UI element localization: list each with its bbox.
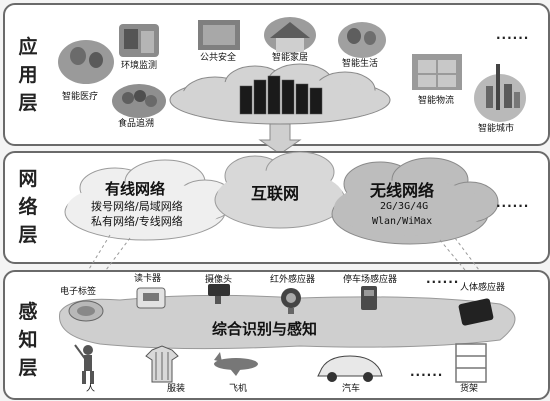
person-label: 人 — [86, 384, 96, 394]
infrared-sensor-icon — [281, 288, 301, 314]
wired-network-title: 有线网络 — [105, 180, 166, 198]
wireless-network-title: 无线网络 — [370, 181, 435, 200]
perception-more-ellipsis-top: ...... — [426, 272, 460, 286]
perception-more-ellipsis-bottom: ...... — [410, 365, 444, 379]
smart-logistics-photo — [412, 54, 462, 90]
car-label: 汽车 — [342, 384, 361, 394]
rfid-tag-label: 电子标签 — [60, 287, 97, 297]
smart-city-photo — [474, 64, 526, 122]
wired-network-line1: 拨号网络/局域网络 — [91, 200, 183, 213]
server-racks-icon — [239, 75, 323, 115]
person-icon — [74, 344, 94, 384]
smart-living-photo — [338, 22, 386, 58]
body-sensor-icon — [458, 298, 494, 326]
layer-title-char: 用 — [18, 64, 38, 86]
layer-title-char: 应 — [18, 36, 38, 58]
perception-layer-title: 感知层 — [17, 298, 39, 382]
perception-center-title: 综合识别与感知 — [212, 320, 318, 338]
application-layer-title: 应用层 — [17, 33, 39, 117]
infrared-sensor-label: 红外感应器 — [270, 275, 316, 285]
wireless-network-line2: Wlan/WiMax — [372, 216, 433, 227]
aircraft-label: 飞机 — [229, 384, 248, 394]
internet-title: 互联网 — [251, 184, 300, 203]
layer-title-char: 感 — [18, 301, 38, 323]
parking-sensor-label: 停车场感应器 — [343, 275, 398, 285]
smart-living-label: 智能生活 — [342, 59, 379, 69]
layer-title-char: 层 — [18, 357, 38, 379]
public-safety-label: 公共安全 — [200, 53, 237, 63]
food-traceability-label: 食品追溯 — [118, 119, 155, 129]
environment-monitoring-photo — [119, 24, 159, 57]
wireless-network-line1: 2G/3G/4G — [380, 201, 429, 212]
clothing-icon — [145, 345, 179, 383]
layer-title-char: 网 — [18, 168, 38, 190]
smart-city-label: 智能城市 — [478, 124, 515, 134]
camera-icon — [208, 284, 230, 304]
network-more-ellipsis: ...... — [496, 196, 530, 210]
smart-healthcare-label: 智能医疗 — [62, 92, 99, 102]
smart-logistics-label: 智能物流 — [418, 96, 455, 106]
card-reader-label: 读卡器 — [134, 274, 162, 284]
wired-network-line2: 私有网络/专线网络 — [91, 215, 183, 228]
layer-title-char: 知 — [18, 329, 38, 351]
shelf-label: 货架 — [460, 384, 479, 394]
app-to-network-arrow — [258, 123, 302, 155]
parking-sensor-icon — [361, 286, 377, 310]
application-more-ellipsis: ...... — [496, 28, 530, 42]
rfid-tag-icon — [68, 300, 104, 322]
network-layer-title: 网络层 — [17, 165, 39, 249]
layer-title-char: 层 — [18, 224, 38, 246]
smart-home-label: 智能家居 — [272, 53, 309, 63]
car-icon — [317, 355, 383, 382]
public-safety-photo — [198, 20, 240, 50]
card-reader-icon — [136, 287, 166, 309]
body-sensor-label: 人体感应器 — [460, 283, 506, 293]
layer-title-char: 层 — [18, 92, 38, 114]
aircraft-icon — [214, 352, 258, 376]
environment-monitoring-label: 环境监测 — [121, 61, 158, 71]
layer-title-char: 络 — [18, 196, 38, 218]
smart-home-photo — [264, 17, 316, 53]
shelf-icon — [455, 343, 487, 383]
clothing-label: 服装 — [167, 384, 186, 394]
camera-label: 摄像头 — [205, 275, 233, 285]
smart-healthcare-photo — [58, 40, 114, 84]
food-traceability-photo — [112, 84, 166, 118]
